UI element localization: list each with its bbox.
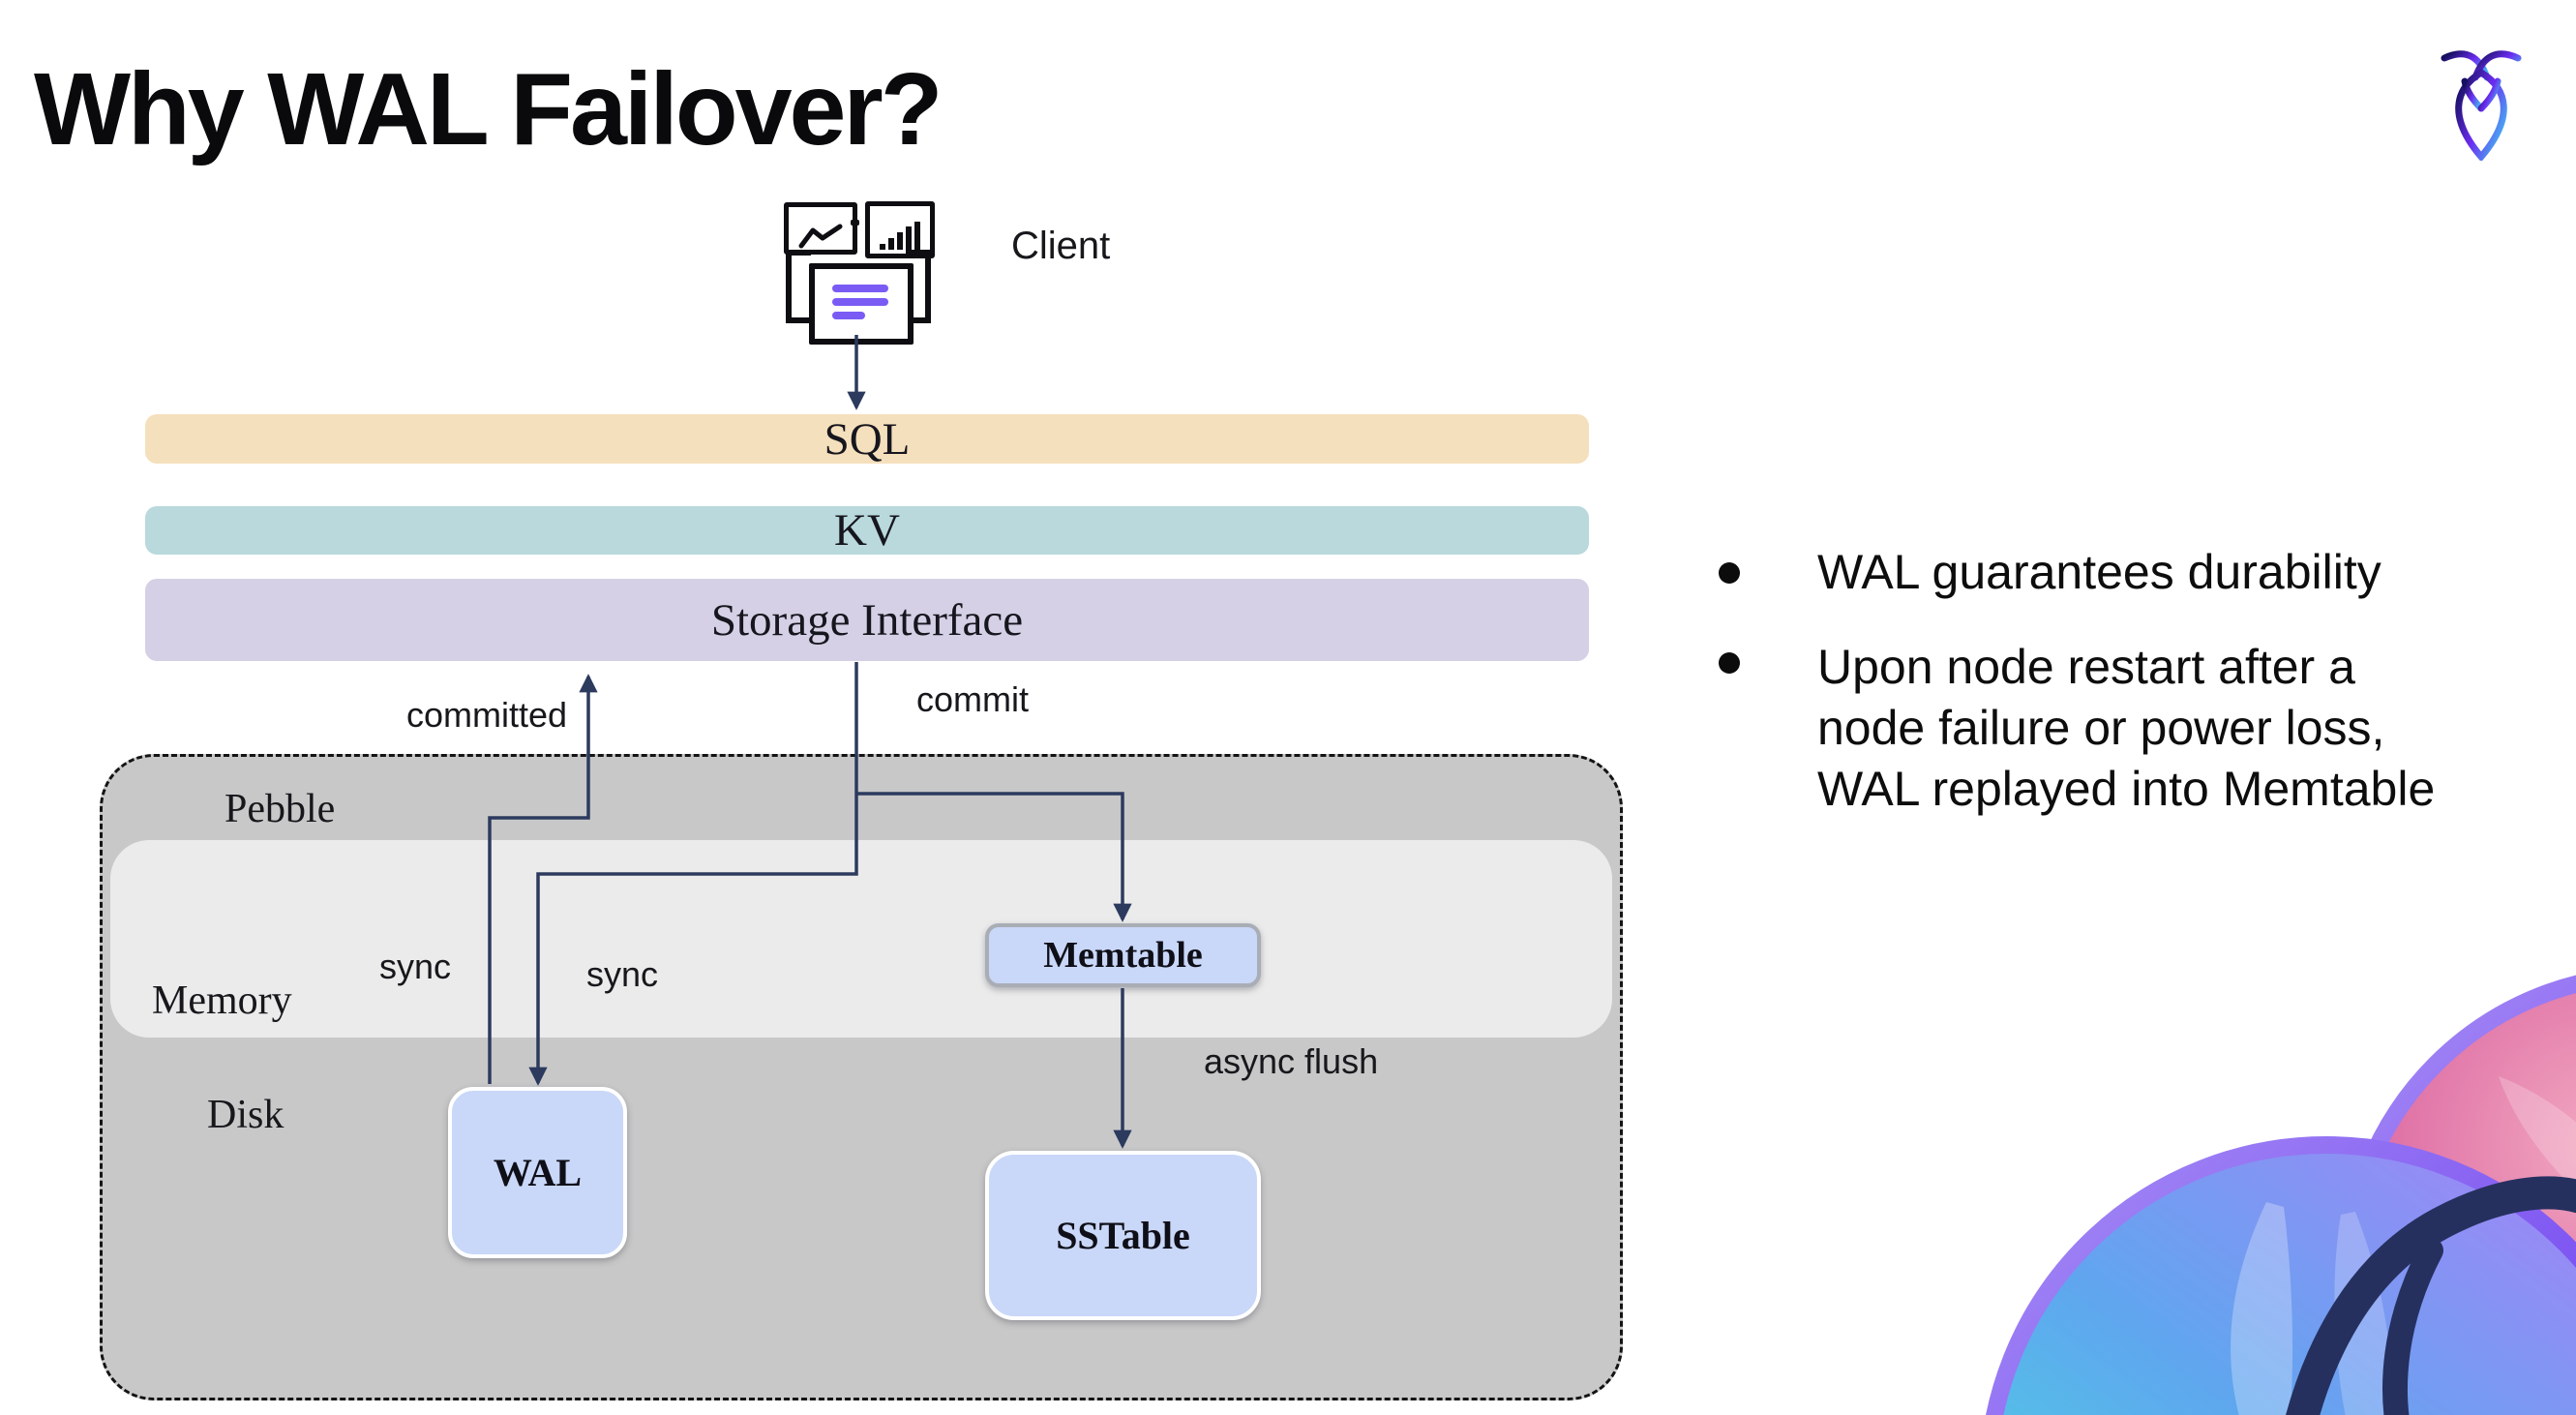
layer-storage-interface: Storage Interface: [145, 579, 1589, 661]
sync-label-2: sync: [586, 954, 659, 994]
wal-node-label: WAL: [493, 1151, 583, 1194]
layer-sql: SQL: [145, 413, 1589, 465]
layer-kv: KV: [145, 505, 1589, 556]
layer-sql-label: SQL: [824, 413, 911, 465]
bullet-item: Upon node restart after a node failure o…: [1817, 637, 2435, 820]
async-flush-label: async flush: [1204, 1041, 1379, 1081]
bullet-dot: [1719, 562, 1740, 584]
cockroachdb-logo-icon: [2441, 50, 2522, 161]
document-icon: [809, 263, 914, 345]
layer-storage-interface-label: Storage Interface: [710, 594, 1024, 646]
bullet-line: Upon node restart after a: [1817, 640, 2355, 694]
bullet-dot: [1719, 652, 1740, 674]
bullet-line: node failure or power loss,: [1817, 701, 2385, 755]
dash-separator: [851, 220, 859, 226]
memtable-node: Memtable: [985, 923, 1261, 987]
memtable-node-label: Memtable: [1043, 935, 1203, 976]
left-bracket-icon: [786, 250, 811, 323]
sstable-node: SSTable: [985, 1151, 1261, 1320]
pebble-label: Pebble: [225, 787, 336, 831]
sstable-node-label: SSTable: [1056, 1214, 1190, 1257]
bullet-line: WAL guarantees durability: [1817, 545, 2381, 599]
bullet-item: WAL guarantees durability: [1817, 542, 2381, 603]
bullet-line: WAL replayed into Memtable: [1817, 762, 2436, 816]
commit-label: commit: [916, 679, 1029, 719]
line-chart-icon: [784, 202, 857, 255]
disk-label: Disk: [207, 1093, 285, 1137]
wal-node: WAL: [448, 1087, 627, 1258]
sync-label-1: sync: [379, 947, 452, 986]
layer-kv-label: KV: [834, 505, 900, 556]
committed-label: committed: [406, 695, 568, 735]
client-label: Client: [1011, 225, 1111, 267]
bar-chart-icon: [865, 201, 935, 258]
right-bracket-icon: [906, 250, 931, 323]
memory-band: [110, 840, 1612, 1038]
page-title: Why WAL Failover?: [34, 52, 943, 166]
cockroach-gradient-art: [1986, 975, 2576, 1415]
pebble-container: [100, 754, 1623, 1400]
memory-label: Memory: [152, 978, 292, 1023]
